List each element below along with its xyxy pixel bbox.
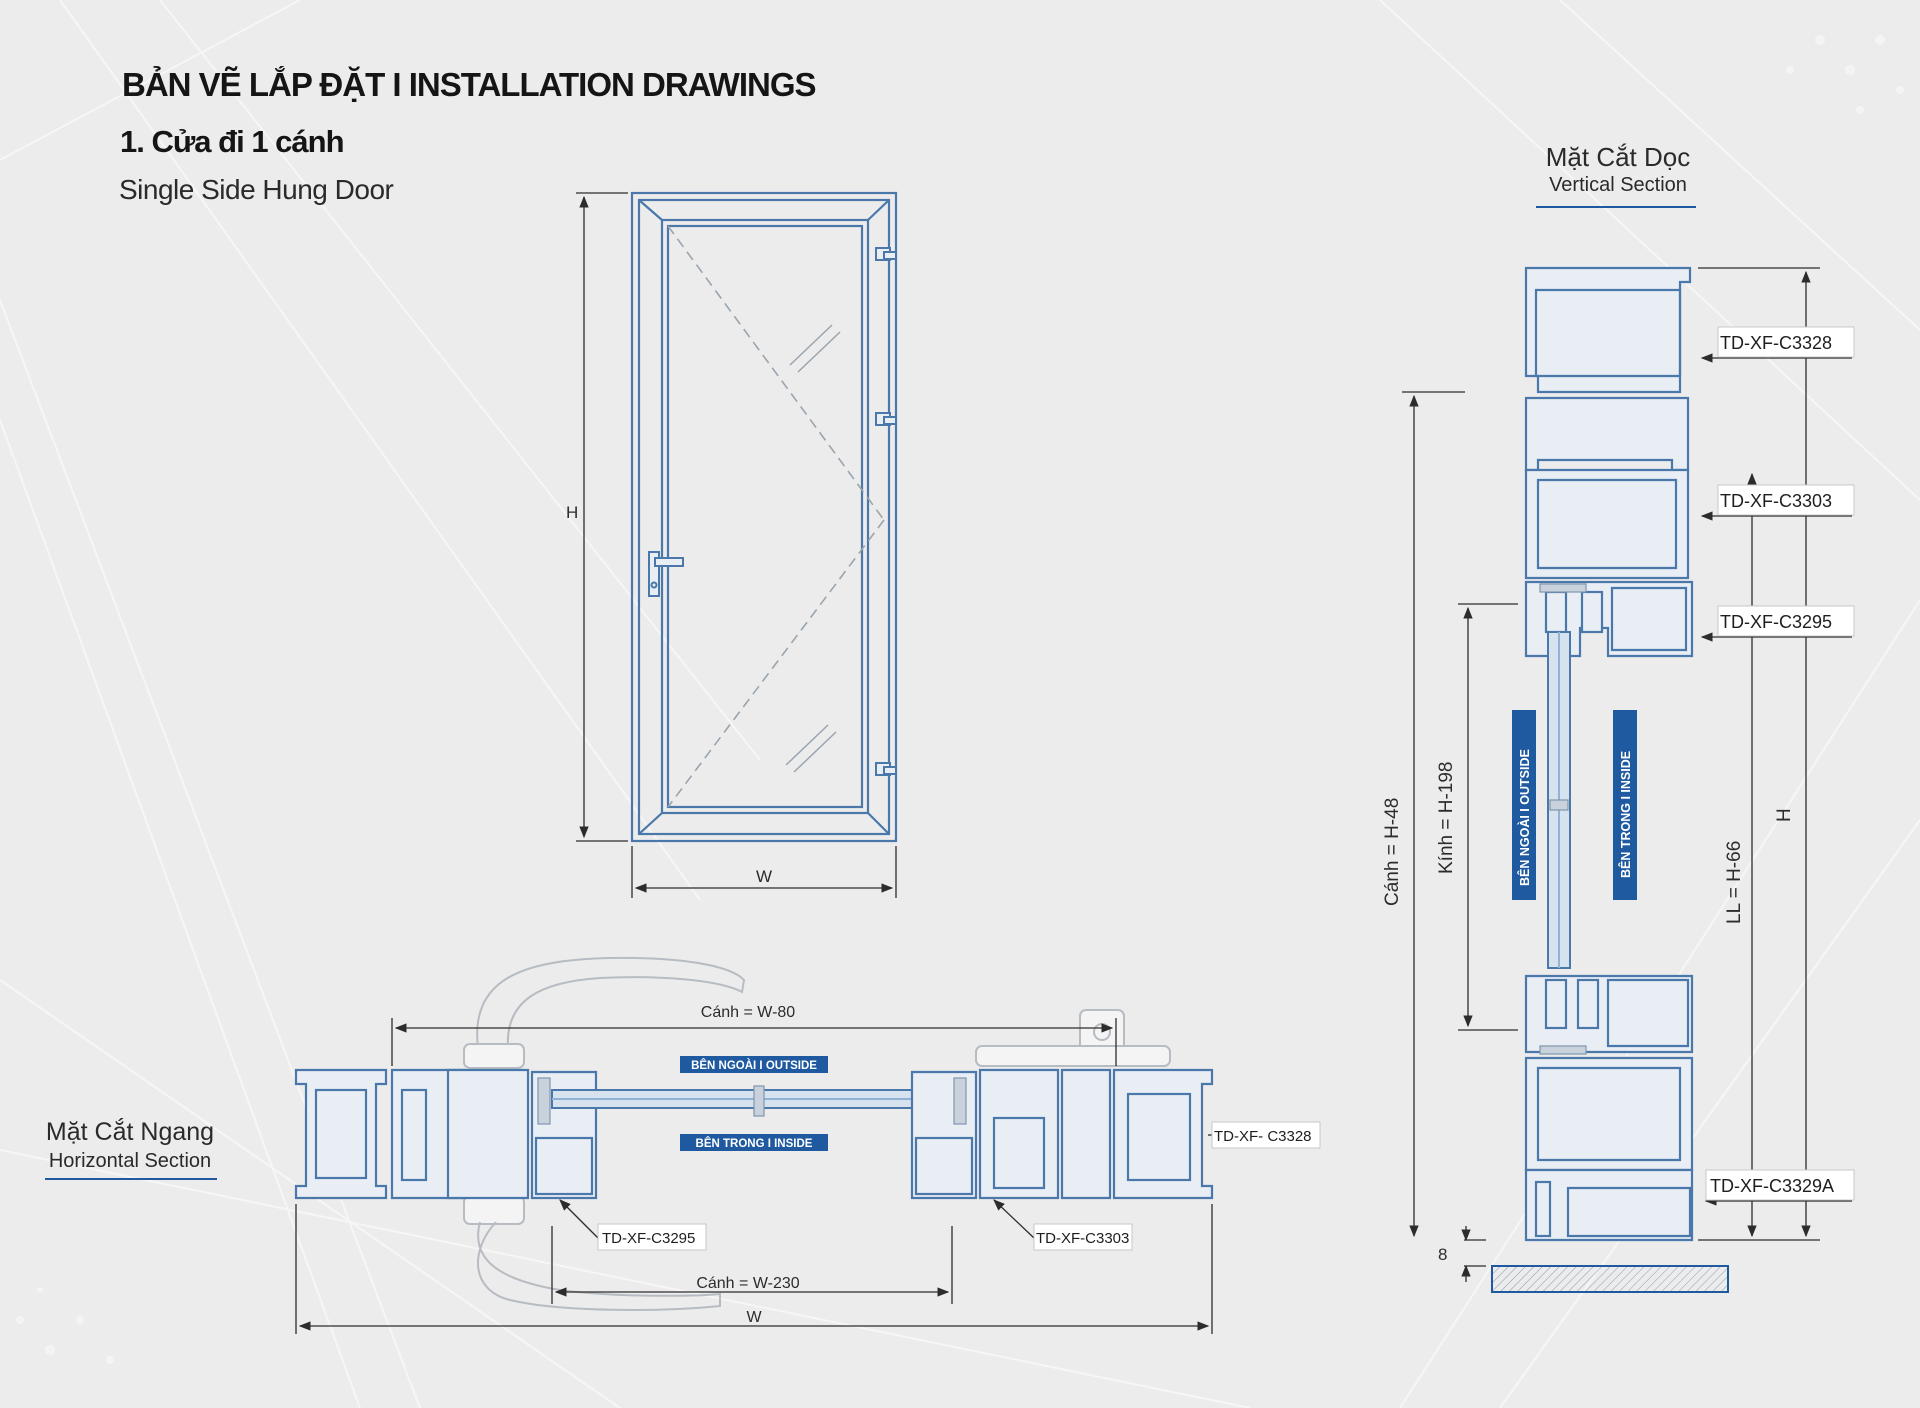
profile-c3303 bbox=[1524, 468, 1690, 580]
door-outer-frame bbox=[630, 191, 898, 843]
horizontal-section-title: Mặt Cắt Ngang bbox=[45, 1118, 215, 1146]
lever-handle-icon bbox=[463, 956, 746, 1311]
vertical-section-title: Mặt Cắt Dọc bbox=[1545, 142, 1691, 172]
ll-dimension-label: LL = H-66 bbox=[1724, 841, 1745, 924]
profile-c3328-left bbox=[294, 1068, 388, 1200]
section-heading: 1. Cửa đi 1 cánh bbox=[120, 124, 345, 159]
height-dimension-label: H bbox=[1774, 808, 1795, 822]
door-sash bbox=[660, 218, 870, 815]
floor-gap-label: 8 bbox=[1438, 1245, 1447, 1264]
vertical-callout-3: TD-XF-C3295 bbox=[1720, 612, 1832, 632]
horizontal-callout-3: TD-XF-C3303 bbox=[1036, 1230, 1129, 1247]
vertical-callout-2: TD-XF-C3303 bbox=[1720, 491, 1832, 511]
glass-pane-horizontal bbox=[551, 1085, 953, 1117]
door-elevation: H W bbox=[566, 191, 898, 898]
profile-c3328 bbox=[1524, 266, 1692, 394]
door-width-label: W bbox=[756, 867, 772, 886]
vertical-section: BÊN NGOÀI I OUTSIDE BÊN TRONG I INSIDE C… bbox=[1382, 266, 1855, 1293]
horizontal-section: BÊN NGOÀI I OUTSIDE BÊN TRONG I INSIDE C… bbox=[294, 956, 1321, 1334]
outside-tag-label: BÊN NGOÀI I OUTSIDE bbox=[1517, 749, 1532, 886]
vertical-callout-4: TD-XF-C3329A bbox=[1710, 1176, 1834, 1196]
width-label: W bbox=[746, 1309, 762, 1326]
door-handle-icon bbox=[648, 551, 660, 597]
inside-tag bbox=[1613, 710, 1637, 900]
horizontal-section-subtitle: Horizontal Section bbox=[48, 1150, 212, 1172]
page-title: BẢN VẼ LẮP ĐẶT I INSTALLATION DRAWINGS bbox=[122, 66, 816, 103]
floor-slab bbox=[1491, 1265, 1729, 1293]
inside-tag-horizontal bbox=[680, 1134, 828, 1151]
door-height-label: H bbox=[566, 503, 578, 522]
glass-dimension-label: Kính = H-198 bbox=[1436, 762, 1457, 875]
outside-tag-horizontal bbox=[680, 1056, 828, 1073]
profile-c3303-bottom bbox=[1524, 1056, 1694, 1172]
vertical-section-subtitle: Vertical Section bbox=[1549, 174, 1687, 196]
profile-c3303-right bbox=[978, 1068, 1060, 1200]
sash-dimension-label: Cánh = H-48 bbox=[1382, 798, 1403, 906]
horizontal-callout-2: TD-XF-C3295 bbox=[602, 1230, 695, 1247]
horizontal-callout-1: TD-XF- C3328 bbox=[1214, 1128, 1312, 1145]
profile-c3328-right bbox=[1112, 1068, 1214, 1200]
profile-c3303-top bbox=[1524, 396, 1690, 472]
outside-tag-horizontal-label: BÊN NGOÀI I OUTSIDE bbox=[691, 1059, 817, 1072]
vertical-callout-1: TD-XF-C3328 bbox=[1720, 333, 1832, 353]
inside-tag-horizontal-label: BÊN TRONG I INSIDE bbox=[696, 1137, 813, 1150]
sash-width-label: Cánh = W-80 bbox=[701, 1004, 796, 1021]
outside-tag bbox=[1512, 710, 1536, 900]
opening-indicator bbox=[667, 225, 885, 521]
horizontal-section-rule bbox=[45, 1178, 217, 1180]
inner-width-label: Cánh = W-230 bbox=[696, 1275, 799, 1292]
inside-tag-label: BÊN TRONG I INSIDE bbox=[1618, 751, 1633, 878]
vertical-section-rule bbox=[1536, 206, 1696, 208]
profile-c3295-left-frame bbox=[446, 1068, 530, 1200]
lock-keep-icon bbox=[975, 1009, 1171, 1067]
section-heading-en: Single Side Hung Door bbox=[119, 174, 394, 205]
